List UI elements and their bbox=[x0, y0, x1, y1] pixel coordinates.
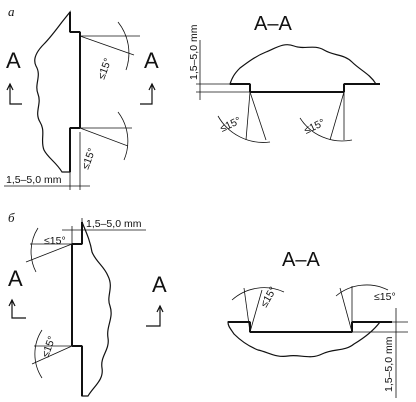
panel-a-section-angle-right: ≤15° bbox=[302, 117, 327, 137]
panel-a-view-mark-right: A bbox=[144, 48, 159, 73]
panel-a-plate bbox=[34, 10, 81, 173]
panel-a-angle-top: ≤15° bbox=[96, 57, 115, 81]
panel-a-section-angle-left: ≤15° bbox=[218, 115, 243, 135]
panel-b-section-gap-dim: 1,5–5,0 mm bbox=[383, 336, 395, 392]
panel-a-label: а bbox=[8, 4, 15, 19]
panel-b-angle-bottom: ≤15° bbox=[40, 335, 59, 359]
panel-b-label: б bbox=[8, 210, 15, 225]
panel-b-plate bbox=[71, 221, 112, 397]
panel-a-section-title: A–A bbox=[254, 13, 292, 35]
panel-a: а ≤15° ≤15° 1,5–5,0 mm A A A–A bbox=[4, 4, 380, 190]
panel-a-view-arrow-right bbox=[140, 84, 153, 105]
panel-a-section-body bbox=[229, 44, 378, 93]
panel-a-view-mark-left: A bbox=[6, 48, 21, 73]
panel-b-section-title: A–A bbox=[282, 249, 320, 271]
panel-b-view-mark-right: A bbox=[152, 272, 167, 297]
panel-a-gap-dim: 1,5–5,0 mm bbox=[6, 174, 62, 186]
panel-b-view-arrow-right bbox=[146, 306, 161, 327]
panel-b: б ≤15° ≤15° 1,5–5,0 mm A A A–A bbox=[8, 210, 408, 398]
panel-b-view-arrow-left bbox=[11, 300, 26, 319]
panel-b-section-angle-left: ≤15° bbox=[258, 285, 279, 310]
panel-b-section-angle-right: ≤15° bbox=[374, 291, 396, 303]
panel-a-view-arrow-left bbox=[9, 84, 22, 105]
panel-b-section-body bbox=[227, 321, 382, 358]
panel-b-angle-top: ≤15° bbox=[44, 235, 66, 247]
panel-a-angle-bottom: ≤15° bbox=[80, 147, 99, 171]
panel-b-gap-dim: 1,5–5,0 mm bbox=[86, 218, 142, 230]
panel-b-view-mark-left: A bbox=[8, 266, 23, 291]
panel-a-section-gap-dim: 1,5–5,0 mm bbox=[188, 24, 200, 80]
